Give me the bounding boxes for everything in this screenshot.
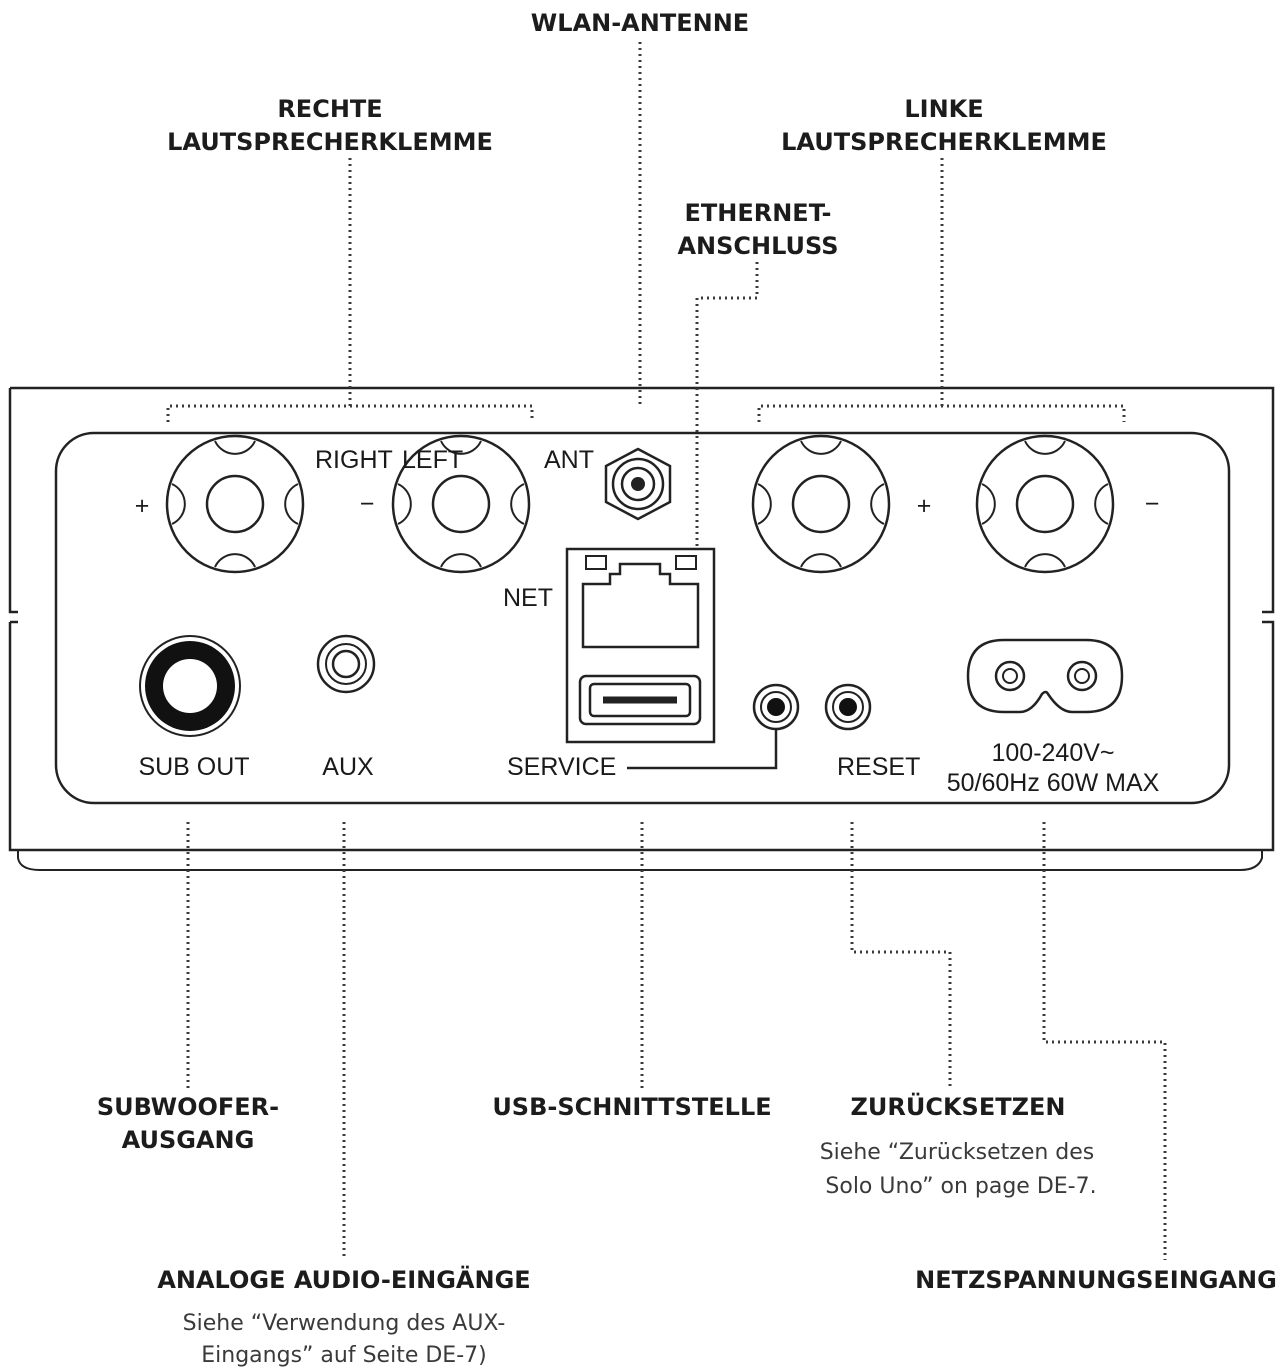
speaker-terminal-right-plus	[165, 434, 305, 574]
power-rating-line-1: 100-240V~	[991, 739, 1114, 767]
leader-ethernet	[695, 262, 759, 546]
speaker-terminal-right-minus	[391, 434, 531, 574]
aux-label: AUX	[322, 753, 374, 781]
leader-right-terminal	[166, 158, 534, 422]
power-rating-line-2: 50/60Hz 60W MAX	[947, 769, 1160, 797]
ant-label: ANT	[544, 446, 594, 474]
power-inlet	[966, 638, 1124, 714]
aux-jack	[316, 634, 376, 694]
minus-sign-left: −	[1145, 490, 1160, 518]
analog-note-line-1: Siehe “Verwendung des AUX-	[183, 1311, 506, 1336]
service-leader	[627, 729, 778, 770]
callout-wlan: WLAN-ANTENNE	[531, 9, 749, 37]
right-label: RIGHT	[315, 446, 393, 474]
callout-analog: ANALOGE AUDIO-EINGÄNGE	[157, 1265, 530, 1294]
reset-note-line-1: Siehe “Zurücksetzen des	[820, 1140, 1095, 1165]
connector-panel	[54, 431, 1231, 805]
reset-button	[824, 683, 872, 731]
callout-right-terminal-1: RECHTE	[277, 95, 382, 123]
leader-power	[1042, 822, 1167, 1260]
plus-sign-right: +	[135, 492, 150, 520]
usb-port	[578, 674, 702, 726]
antenna-connector	[604, 447, 672, 521]
callout-usb: USB-SCHNITTSTELLE	[492, 1093, 771, 1121]
plus-sign-left: +	[917, 492, 932, 520]
ethernet-port	[581, 562, 700, 649]
net-label: NET	[503, 584, 553, 612]
callout-power: NETZSPANNUNGSEINGANG	[915, 1266, 1277, 1294]
sub-out-label: SUB OUT	[138, 753, 249, 781]
callout-left-terminal-1: LINKE	[904, 95, 983, 123]
leader-lines	[166, 42, 1167, 1260]
leader-reset	[850, 822, 952, 1088]
speaker-terminal-left-minus	[975, 434, 1115, 574]
reset-note-line-2: Solo Uno” on page DE-7.	[825, 1174, 1096, 1199]
service-button	[752, 683, 800, 731]
speaker-terminal-left-plus	[751, 434, 891, 574]
callout-subwoofer-2: AUSGANG	[122, 1126, 255, 1154]
reset-label: RESET	[837, 753, 920, 781]
callout-subwoofer-1: SUBWOOFER-	[97, 1093, 279, 1121]
leader-left-terminal	[757, 158, 1126, 422]
callout-ethernet-2: ANSCHLUSS	[677, 232, 838, 260]
minus-sign-right: −	[360, 490, 375, 518]
left-label: LEFT	[402, 446, 463, 474]
ethernet-usb-block	[565, 547, 716, 744]
callout-right-terminal-2: LAUTSPRECHERKLEMME	[167, 128, 493, 156]
device-body	[8, 386, 1275, 871]
callout-reset: ZURÜCKSETZEN	[850, 1091, 1065, 1121]
service-label: SERVICE	[507, 753, 616, 781]
analog-note-line-2: Eingangs” auf Seite DE-7)	[201, 1343, 486, 1368]
callout-ethernet-1: ETHERNET-	[684, 199, 831, 227]
callout-left-terminal-2: LAUTSPRECHERKLEMME	[781, 128, 1107, 156]
sub-out-jack	[139, 635, 241, 737]
